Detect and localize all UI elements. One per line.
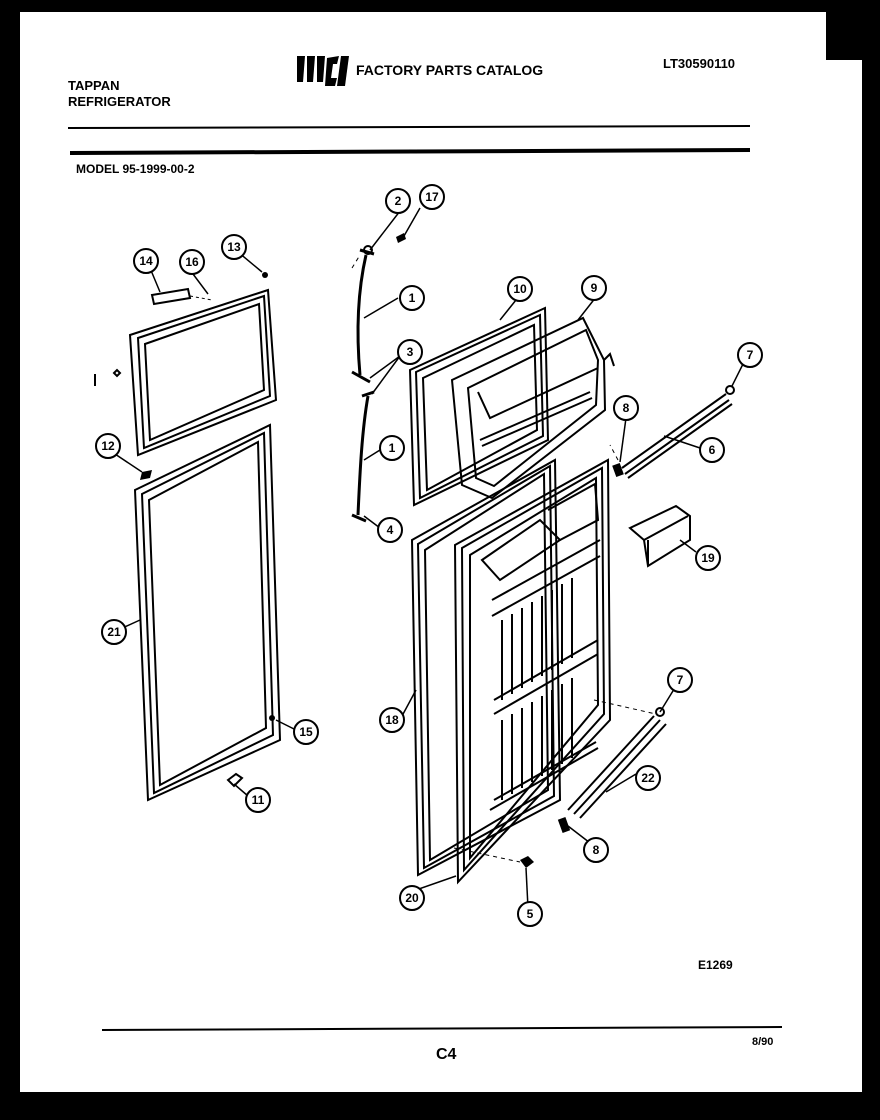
callout-label: 17 [425,190,439,204]
callout-label: 5 [527,907,534,921]
callout-4: 4 [377,517,403,543]
fresh-food-door-outer-18 [410,458,562,877]
callout-label: 8 [593,843,600,857]
callout-3: 3 [397,339,423,365]
freezer-door-outer-10 [408,306,550,507]
fresh-shelf-rail-22 [567,715,667,819]
footer-rule [101,1026,783,1031]
callout-label: 12 [101,439,115,453]
callout-8: 8 [613,395,639,421]
callout-label: 22 [641,771,655,785]
callout-19: 19 [695,545,721,571]
screw-13 [262,272,268,278]
callout-17: 17 [419,184,445,210]
callout-7: 7 [667,667,693,693]
callout-label: 11 [252,793,265,807]
part-12-clip [140,470,152,480]
bin-19 [628,504,691,568]
callout-13: 13 [221,234,247,260]
callout-label: 21 [107,625,121,639]
header-rule-bottom [69,148,751,155]
endcap-7-bottom [655,707,665,717]
callout-label: 7 [677,673,684,687]
freezer-trim-strip [150,287,192,306]
wci-logo [297,56,349,86]
catalog-number: LT30590110 [663,56,736,71]
callout-18: 18 [379,707,405,733]
fresh-food-door-liner-20 [453,458,612,885]
cam-11 [226,772,244,788]
callout-label: 1 [409,291,416,305]
fresh-food-door-gasket [133,423,282,802]
callout-21: 21 [101,619,127,645]
assembly-dash-lines [351,254,657,863]
callout-14: 14 [133,248,159,274]
revision-date: 8/90 [752,1036,774,1048]
callout-label: 20 [405,891,419,905]
callout-16: 16 [179,249,205,275]
callout-label: 3 [407,345,414,359]
callout-label: 16 [185,255,199,269]
header-rule-top [67,125,751,129]
endcap-7-top [725,385,735,395]
callout-1: 1 [379,435,405,461]
callout-15: 15 [293,719,319,745]
callout-5: 5 [517,901,543,927]
callout-label: 9 [591,281,598,295]
callout-label: 19 [701,551,715,565]
screw-15 [269,715,275,721]
callout-6: 6 [699,437,725,463]
callout-2: 2 [385,188,411,214]
callout-label: 7 [747,348,754,362]
hinge-2 [363,245,373,255]
callout-label: 8 [623,401,630,415]
screw-5 [520,856,534,868]
brand-block: TAPPAN REFRIGERATOR [68,78,171,110]
callout-1: 1 [399,285,425,311]
model-number: MODEL 95-1999-00-2 [76,162,195,176]
brand-line-2: REFRIGERATOR [68,94,171,109]
freezer-door-gasket [128,288,278,457]
paper-page [20,12,862,1092]
endcap-8-top [612,462,624,478]
callout-20: 20 [399,885,425,911]
catalog-title: FACTORY PARTS CATALOG [356,62,544,78]
callout-label: 10 [513,282,527,296]
callout-label: 6 [709,443,716,457]
dash-14 [189,295,213,301]
callout-9: 9 [581,275,607,301]
brand-line-1: TAPPAN [68,78,120,93]
page-number: C4 [436,1046,457,1063]
callout-7: 7 [737,342,763,368]
callout-12: 12 [95,433,121,459]
callout-label: 13 [227,240,241,254]
endcap-8-bottom [557,817,571,833]
callout-label: 15 [299,725,313,739]
callout-10: 10 [507,276,533,302]
callout-22: 22 [635,765,661,791]
lower-handle [351,390,375,523]
callout-label: 2 [395,194,402,208]
figure-code: E1269 [698,958,733,972]
callout-label: 4 [387,523,394,537]
freezer-door-liner-9 [450,316,615,500]
callout-label: 18 [385,713,399,727]
callout-11: 11 [245,787,271,813]
callout-label: 1 [389,441,396,455]
callout-label: 14 [139,254,153,268]
callout-8: 8 [583,837,609,863]
part-12-screws [94,368,122,386]
